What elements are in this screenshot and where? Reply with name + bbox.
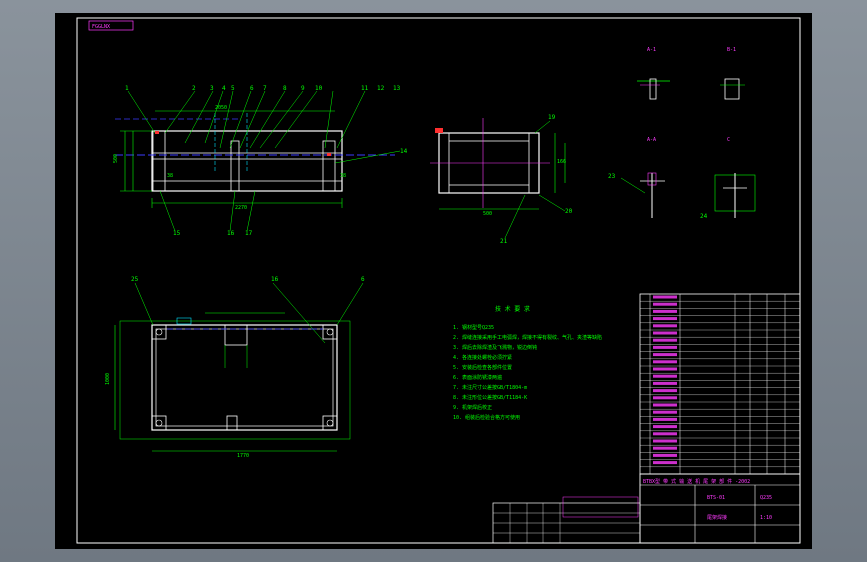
balloon: 10 <box>315 85 323 92</box>
balloon: 15 <box>173 230 181 237</box>
detail-label: A-A <box>647 137 656 143</box>
balloon: 19 <box>548 114 556 121</box>
balloon: 4 <box>222 85 226 92</box>
parts-row-code <box>653 381 677 385</box>
parts-row-code <box>653 353 677 357</box>
title-main: BTBX型 带 式 输 送 机 尾 架 部 件 -2002 <box>643 478 750 485</box>
drawing-viewport[interactable]: FGGLNX <box>55 13 812 549</box>
note-line: 5. 安装后检查各部件位置 <box>453 364 512 371</box>
balloon: 14 <box>400 148 408 155</box>
balloon: 21 <box>500 238 508 245</box>
parts-row-code <box>653 360 677 364</box>
balloon: 7 <box>263 85 267 92</box>
balloon: 1 <box>125 85 129 92</box>
detail-views: A-1 B-1 A-A 23 C 24 <box>608 47 756 220</box>
balloon: 3 <box>210 85 214 92</box>
title-scale: 1:10 <box>760 515 772 521</box>
detail-label: C <box>727 137 730 143</box>
balloon: 16 <box>271 276 279 283</box>
note-line: 2. 焊缝连接采用手工电弧焊，焊接不得有裂纹、气孔、夹渣等缺陷 <box>453 334 602 341</box>
front-view: 1 2 3 4 5 6 7 8 9 10 11 12 13 14 15 16 1… <box>113 85 408 237</box>
parts-row-code <box>653 367 677 371</box>
parts-row-code <box>653 374 677 378</box>
detail-label: B-1 <box>727 47 736 53</box>
parts-row-code <box>653 439 677 443</box>
balloon: 17 <box>245 230 253 237</box>
stamp-text: FGGLNX <box>92 24 110 30</box>
parts-row-code <box>653 295 677 299</box>
front-balloons: 1 2 3 4 5 6 7 8 9 10 11 12 13 14 15 16 1… <box>125 85 408 237</box>
parts-row-code <box>653 425 677 429</box>
balloon: 23 <box>608 173 616 180</box>
parts-row-code <box>653 309 677 313</box>
note-line: 1. 钢材型号Q235 <box>453 324 494 331</box>
parts-row-code <box>653 331 677 335</box>
dim-text: 166 <box>557 159 566 165</box>
balloon: 5 <box>231 85 235 92</box>
parts-row-code <box>653 446 677 450</box>
note-line: 7. 未注尺寸公差按GB/T1804-m <box>453 384 527 391</box>
dim-text: 38 <box>340 173 346 179</box>
note-line: 4. 各连接处螺栓必须拧紧 <box>453 354 512 361</box>
parts-row-code <box>653 338 677 342</box>
title-drawing-no: BTS-01 <box>707 495 725 501</box>
balloon: 16 <box>227 230 235 237</box>
dim-text: 500 <box>113 154 119 163</box>
technical-notes: 技 术 要 求 1. 钢材型号Q235 2. 焊缝连接采用手工电弧焊，焊接不得有… <box>453 305 602 421</box>
parts-row-code <box>653 345 677 349</box>
parts-row-code <box>653 410 677 414</box>
dim-text: 1000 <box>105 373 111 385</box>
dim-text: 500 <box>483 211 492 217</box>
notes-title: 技 术 要 求 <box>495 305 530 313</box>
front-dims: 2270 2050 500 38 38 <box>113 105 346 211</box>
parts-row-code <box>653 453 677 457</box>
parts-row-code <box>653 389 677 393</box>
parts-row-code <box>653 324 677 328</box>
note-line: 9. 机架焊后校正 <box>453 404 492 411</box>
parts-list <box>639 293 801 475</box>
balloon: 6 <box>250 85 254 92</box>
balloon: 12 <box>377 85 385 92</box>
balloon: 20 <box>565 208 573 215</box>
top-view: 25 16 6 1770 1000 <box>105 276 365 459</box>
balloon: 8 <box>283 85 287 92</box>
note-line: 3. 焊后去除焊渣及飞溅物，锐边倒钝 <box>453 344 537 351</box>
parts-row-code <box>653 396 677 400</box>
cad-drawing: FGGLNX <box>76 17 801 544</box>
note-line: 10. 组装后检验合格方可使用 <box>453 414 520 421</box>
stamp-box <box>88 20 134 31</box>
balloon: 9 <box>301 85 305 92</box>
balloon: 11 <box>361 85 369 92</box>
note-line: 6. 表面涂防锈漆两遍 <box>453 374 502 381</box>
parts-row-code <box>653 432 677 436</box>
title-material: Q235 <box>760 495 772 501</box>
sheet-border <box>76 17 801 544</box>
parts-row-code <box>653 317 677 321</box>
side-view: 19 20 21 500 166 <box>430 114 573 245</box>
balloon: 25 <box>131 276 139 283</box>
dim-text: 1770 <box>237 453 249 459</box>
balloon: 13 <box>393 85 401 92</box>
title-name: 尾架焊接 <box>707 514 727 521</box>
detail-label: A-1 <box>647 47 656 53</box>
parts-row-code <box>653 302 677 306</box>
balloon: 2 <box>192 85 196 92</box>
dim-text: 2050 <box>215 105 227 111</box>
dim-text: 2270 <box>235 205 247 211</box>
parts-row-code <box>653 417 677 421</box>
balloon: 6 <box>361 276 365 283</box>
parts-row-code <box>653 403 677 407</box>
note-line: 8. 未注形位公差按GB/T1184-K <box>453 394 527 401</box>
balloon: 24 <box>700 213 708 220</box>
parts-row-code <box>653 461 677 465</box>
title-block: BTBX型 带 式 输 送 机 尾 架 部 件 -2002 BTS-01 Q23… <box>492 473 801 544</box>
dim-text: 38 <box>167 173 173 179</box>
